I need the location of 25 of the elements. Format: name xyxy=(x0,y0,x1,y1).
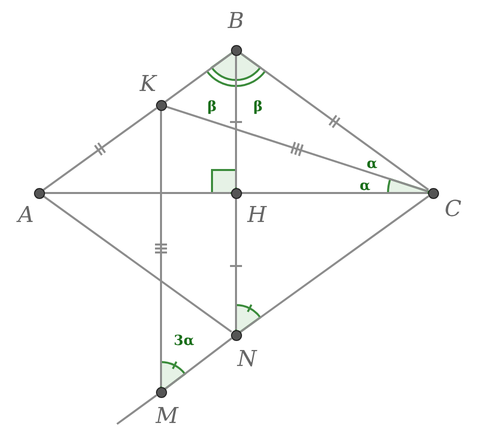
line-segment xyxy=(166,106,428,192)
point-label: N xyxy=(237,349,257,371)
line-segment xyxy=(116,394,158,425)
line-segment xyxy=(160,110,162,386)
point-label: H xyxy=(247,205,267,227)
angle-label: β xyxy=(253,100,263,114)
point-label: K xyxy=(140,74,156,96)
line-segment xyxy=(235,56,237,188)
angle-label: β xyxy=(207,100,217,114)
point-label: B xyxy=(228,11,244,33)
angle-label: α xyxy=(366,157,378,171)
point-label: A xyxy=(18,205,34,227)
line-segment xyxy=(42,195,232,333)
angle-label: 3α xyxy=(174,334,194,348)
line-segment xyxy=(42,107,158,191)
point-label: M xyxy=(156,406,178,428)
line-segment xyxy=(240,52,430,191)
angle-label: α xyxy=(360,179,370,193)
line-segment xyxy=(164,338,232,390)
line-segment xyxy=(242,192,428,194)
point-label: C xyxy=(444,199,462,221)
line-segment xyxy=(164,52,232,102)
line-segment xyxy=(235,198,237,330)
line-segment xyxy=(240,195,430,333)
line-segment xyxy=(44,192,230,194)
